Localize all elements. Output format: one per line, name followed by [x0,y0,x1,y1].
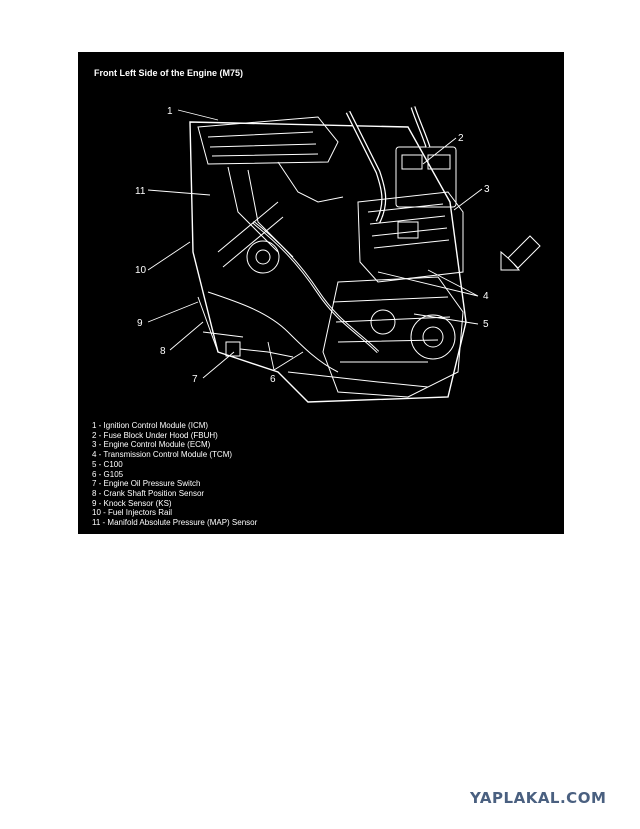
legend-item: 4 - Transmission Control Module (TCM) [92,450,233,460]
callout-6: 6 [270,374,276,385]
callout-5: 5 [483,319,489,330]
callout-numbers: 1 2 3 4 5 6 7 8 9 10 11 [135,106,490,385]
callout-11: 11 [135,186,146,197]
callout-8: 8 [160,346,166,357]
legend-item: 10 - Fuel Injectors Rail [92,508,173,518]
legend-item: 5 - C100 [92,459,123,469]
legend-item: 8 - Crank Shaft Position Sensor [92,488,205,498]
legend-item: 7 - Engine Oil Pressure Switch [92,479,201,489]
callout-leaders [147,109,483,379]
legend-item: 11 - Manifold Absolute Pressure (MAP) Se… [92,518,258,528]
legend: 1 - Ignition Control Module (ICM) 2 - Fu… [92,421,257,528]
callout-9: 9 [137,318,143,329]
callout-2: 2 [458,133,464,144]
legend-item: 9 - Knock Sensor (KS) [92,498,172,508]
site-watermark: YAPLAKAL.COM [470,789,607,807]
engine-drawing [189,106,541,403]
legend-item: 2 - Fuse Block Under Hood (FBUH) [92,430,218,440]
legend-item: 6 - G105 [92,469,124,479]
diagram-title: Front Left Side of the Engine (M75) [94,68,243,78]
diagram-panel: Front Left Side of the Engine (M75) [78,52,564,534]
callout-3: 3 [484,184,490,195]
callout-7: 7 [192,374,198,385]
callout-1: 1 [167,106,173,117]
callout-4: 4 [483,291,489,302]
legend-item: 3 - Engine Control Module (ECM) [92,440,211,450]
engine-diagram: 1 2 3 4 5 6 7 8 9 10 11 [135,106,541,403]
callout-10: 10 [135,265,147,276]
legend-item: 1 - Ignition Control Module (ICM) [92,421,209,430]
